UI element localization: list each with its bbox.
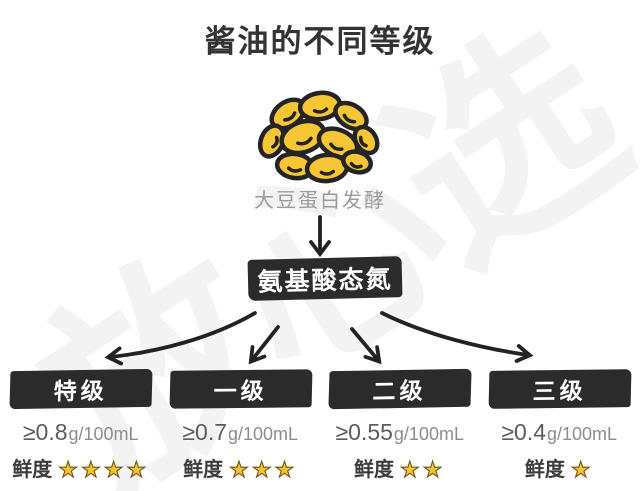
grade-name-badge: 一级: [169, 369, 312, 409]
threshold-value: ≥0.55: [335, 419, 393, 445]
grade-column-third: 三级 ≥0.4g/100mL 鲜度★: [488, 369, 631, 483]
amino-acid-threshold: ≥0.7g/100mL: [170, 419, 312, 446]
soybeans-icon: [257, 90, 380, 184]
grade-column-second: 二级 ≥0.55g/100mL 鲜度★★: [328, 368, 472, 483]
freshness-rating: 鲜度★★: [329, 453, 471, 483]
arrow-to-first-grade: [248, 325, 280, 365]
threshold-unit: g/100mL: [68, 424, 139, 444]
threshold-value: ≥0.8: [22, 419, 68, 445]
arrow-to-special-grade: [104, 311, 257, 366]
amino-nitrogen-node: 氨基酸态氮: [247, 256, 403, 301]
threshold-value: ≥0.4: [501, 419, 547, 445]
star-rating-icons: ★★: [399, 456, 446, 482]
freshness-rating: 鲜度★★★: [170, 453, 312, 483]
threshold-unit: g/100mL: [228, 424, 299, 444]
grade-column-special: 特级 ≥0.8g/100mL 鲜度★★★★: [9, 368, 153, 483]
grades-row: 特级 ≥0.8g/100mL 鲜度★★★★ 一级 ≥0.7g/100mL 鲜度★…: [0, 368, 640, 483]
grade-name-badge: 三级: [488, 369, 631, 409]
threshold-unit: g/100mL: [393, 424, 464, 444]
amino-acid-threshold: ≥0.4g/100mL: [489, 419, 631, 446]
arrow-to-second-grade: [350, 327, 382, 365]
freshness-label: 鲜度: [524, 459, 565, 481]
freshness-rating: 鲜度★: [489, 453, 631, 483]
freshness-label: 鲜度: [183, 459, 224, 481]
grade-name-badge: 二级: [328, 368, 472, 410]
star-rating-icons: ★★★★: [58, 456, 150, 482]
threshold-value: ≥0.7: [182, 419, 228, 445]
threshold-unit: g/100mL: [547, 424, 618, 444]
arrow-to-third-grade: [380, 311, 534, 363]
amino-acid-threshold: ≥0.55g/100mL: [329, 419, 471, 446]
freshness-label: 鲜度: [12, 459, 53, 481]
amino-acid-threshold: ≥0.8g/100mL: [10, 419, 152, 446]
page-title: 酱油的不同等级: [204, 24, 436, 59]
grade-name-badge: 特级: [9, 368, 153, 410]
freshness-rating: 鲜度★★★★: [10, 453, 152, 483]
star-rating-icons: ★: [570, 456, 594, 482]
branch-arrows: [104, 311, 534, 366]
star-rating-icons: ★★★: [229, 456, 298, 482]
down-arrow-icon: [309, 215, 331, 258]
freshness-label: 鲜度: [354, 459, 395, 481]
fermentation-label: 大豆蛋白发酵: [254, 190, 386, 212]
grade-column-first: 一级 ≥0.7g/100mL 鲜度★★★: [169, 369, 312, 483]
